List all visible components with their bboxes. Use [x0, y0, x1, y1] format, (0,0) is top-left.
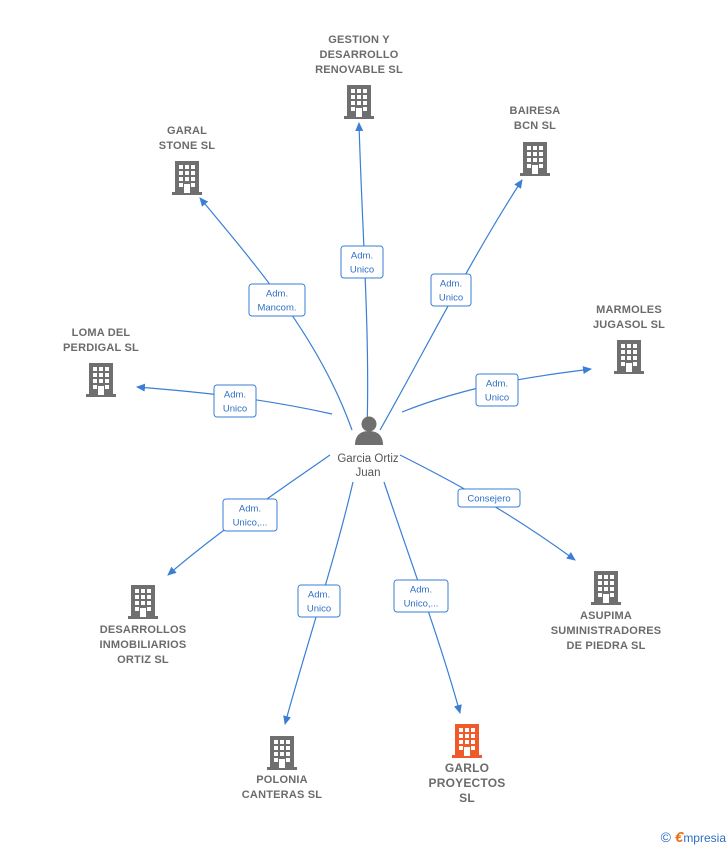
role-text: Mancom. [257, 303, 296, 314]
company-label-line: RENOVABLE SL [315, 64, 403, 76]
building-icon [591, 571, 621, 605]
role-badge-box [297, 584, 341, 618]
building-icon [344, 85, 374, 119]
role-text: Unico [439, 293, 463, 304]
edge-gestion [355, 122, 369, 431]
company-label-line: CANTERAS SL [242, 789, 323, 801]
company-label-line: STONE SL [159, 140, 215, 152]
brand-name: mpresia [683, 831, 726, 845]
building-icon [172, 161, 202, 195]
company-nodes-layer: GESTION Y DESARROLLO RENOVABLE SL BAIRESA BC… [63, 34, 665, 805]
role-badge-box [213, 384, 257, 418]
role-text: Unico [350, 265, 374, 276]
copyright-footer: ©€mpresia [661, 829, 726, 846]
company-label-line: DESARROLLO [320, 49, 399, 61]
role-text: Adm. [440, 279, 462, 290]
company-label-line: DE PIEDRA SL [566, 640, 645, 652]
company-label-line: BCN SL [514, 120, 556, 132]
role-badge-box [222, 498, 278, 532]
role-badge-box [475, 373, 519, 407]
company-node-garal[interactable]: GARAL STONE SL [159, 125, 215, 195]
company-label-line: SL [459, 791, 475, 805]
role-badge-box [393, 579, 449, 613]
copyright-icon: © [660, 829, 671, 845]
role-badge-bairesa[interactable]: Adm. Unico [430, 273, 472, 307]
role-text: Unico,... [233, 518, 268, 529]
brand-logo-initial: € [674, 829, 684, 846]
company-label-line: BAIRESA [510, 105, 561, 117]
role-badge-marmoles[interactable]: Adm. Unico [475, 373, 519, 407]
company-label-line: LOMA DEL [72, 327, 131, 339]
role-badge-box [248, 283, 306, 317]
role-text: Adm. [266, 289, 288, 300]
role-badge-loma[interactable]: Adm. Unico [213, 384, 257, 418]
person-name-line2: Juan [356, 467, 381, 479]
company-node-asupima[interactable]: ASUPIMA SUMINISTRADORES DE PIEDRA SL [551, 571, 662, 652]
company-node-bairesa[interactable]: BAIRESA BCN SL [510, 105, 561, 176]
role-text: Unico [307, 604, 331, 615]
building-icon [267, 736, 297, 770]
company-label-line: POLONIA [256, 774, 308, 786]
role-text: Adm. [351, 251, 373, 262]
role-text: Adm. [486, 379, 508, 390]
role-text: Adm. [410, 585, 432, 596]
company-node-gestion[interactable]: GESTION Y DESARROLLO RENOVABLE SL [315, 34, 403, 119]
person-node[interactable]: Garcia Ortiz Juan [337, 416, 399, 480]
role-badge-box [430, 273, 472, 307]
building-icon [128, 585, 158, 619]
role-badge-box [340, 245, 384, 279]
company-label-line: PROYECTOS [429, 776, 506, 790]
role-badge-garal[interactable]: Adm. Mancom. [248, 283, 306, 317]
building-icon [614, 340, 644, 374]
role-text: Unico [485, 393, 509, 404]
company-label-line: GARAL [167, 125, 207, 137]
company-label-line: MARMOLES [596, 304, 662, 316]
company-label-line: JUGASOL SL [593, 319, 665, 331]
role-badge-box [457, 488, 521, 508]
company-label-line: GESTION Y [328, 34, 390, 46]
company-label-line: INMOBILIARIOS [100, 639, 187, 651]
company-label-line: ASUPIMA [580, 610, 632, 622]
edge-bairesa [379, 179, 523, 431]
company-label-line: SUMINISTRADORES [551, 625, 662, 637]
role-text: Unico [223, 404, 247, 415]
company-label-line: GARLO [445, 761, 489, 775]
role-badge-desarrollos[interactable]: Adm. Unico,... [222, 498, 278, 532]
role-badge-garlo[interactable]: Adm. Unico,... [393, 579, 449, 613]
role-text: Consejero [467, 494, 510, 505]
building-icon [520, 142, 550, 176]
company-node-loma[interactable]: LOMA DEL PERDIGAL SL [63, 327, 139, 397]
company-node-polonia[interactable]: POLONIA CANTERAS SL [242, 736, 323, 801]
role-badge-polonia[interactable]: Adm. Unico [297, 584, 341, 618]
role-text: Unico,... [404, 599, 439, 610]
role-text: Adm. [224, 390, 246, 401]
building-icon [452, 724, 482, 758]
company-label-line: ORTIZ SL [117, 654, 169, 666]
role-text: Adm. [239, 504, 261, 515]
company-node-marmoles[interactable]: MARMOLES JUGASOL SL [593, 304, 665, 374]
building-icon [86, 363, 116, 397]
role-badge-gestion[interactable]: Adm. Unico [340, 245, 384, 279]
role-badge-asupima[interactable]: Consejero [457, 488, 521, 508]
person-name-line1: Garcia Ortiz [337, 453, 399, 465]
person-icon [355, 416, 383, 445]
roles-layer: Adm.UnicoAdm.UnicoAdm.Mancom.Adm.UnicoAd… [213, 245, 521, 618]
company-node-desarrollos[interactable]: DESARROLLOS INMOBILIARIOS ORTIZ SL [100, 585, 187, 666]
role-text: Adm. [308, 590, 330, 601]
company-label-line: PERDIGAL SL [63, 342, 139, 354]
company-label-line: DESARROLLOS [100, 624, 187, 636]
